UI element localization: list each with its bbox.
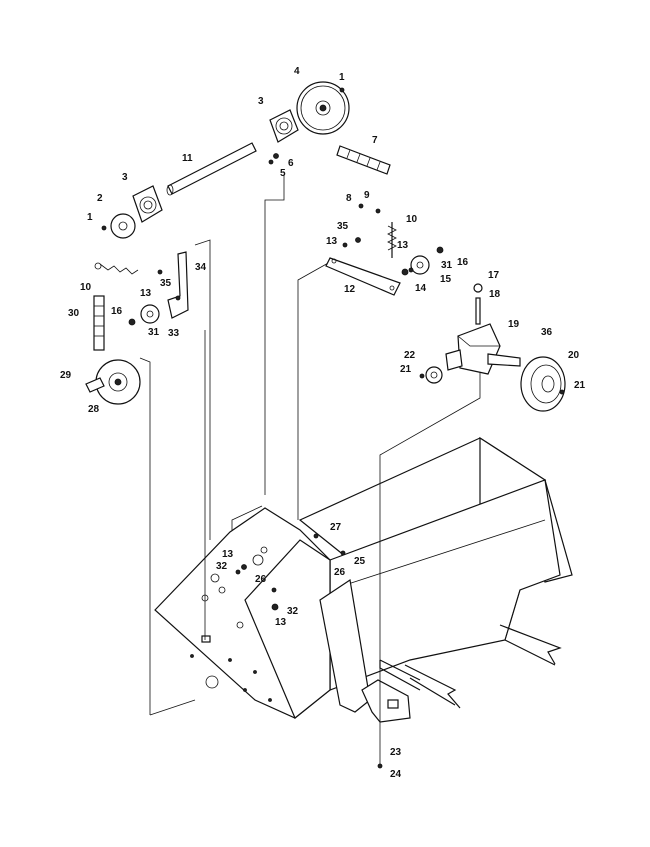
- roller-chain-lower: [93, 295, 105, 351]
- tensioner-arm: [325, 257, 401, 296]
- callout-c16b: 16: [111, 306, 123, 317]
- plate-hardware: [235, 533, 383, 769]
- idler-sprocket-upper: [401, 255, 430, 276]
- drive-shaft: [166, 142, 257, 196]
- large-sprocket: [296, 81, 350, 135]
- callout-c30: 30: [68, 308, 80, 319]
- callout-c11: 11: [182, 153, 193, 164]
- main-housing: [154, 436, 573, 723]
- callout-c16a: 16: [457, 257, 469, 268]
- gearbox: [445, 283, 521, 375]
- callout-c33: 33: [168, 328, 180, 339]
- callout-c1a: 1: [339, 72, 345, 83]
- callout-c28: 28: [88, 404, 100, 415]
- callout-c21a: 21: [574, 380, 586, 391]
- callout-c4: 4: [294, 66, 300, 77]
- callout-c3b: 3: [122, 172, 128, 183]
- callout-c3a: 3: [258, 96, 264, 107]
- callout-c23: 23: [390, 747, 402, 758]
- spring-lower: [94, 262, 139, 275]
- callout-c13e: 13: [275, 617, 287, 628]
- bearing-lower: [132, 185, 163, 223]
- callout-c36: 36: [541, 327, 553, 338]
- callout-c13a: 13: [326, 236, 338, 247]
- alignment-lines: [139, 175, 481, 765]
- callout-c22: 22: [404, 350, 416, 361]
- callout-c13d: 13: [222, 549, 234, 560]
- gearbox-sprocket: [419, 366, 565, 395]
- callout-c14: 14: [415, 283, 427, 294]
- roller-chain-upper: [336, 145, 391, 175]
- callout-c13c: 13: [140, 288, 152, 299]
- callout-c10b: 10: [80, 282, 92, 293]
- callout-c34: 34: [195, 262, 207, 273]
- callout-c26b: 26: [255, 574, 267, 585]
- callout-c10a: 10: [406, 214, 418, 225]
- callout-c15: 15: [440, 274, 452, 285]
- callout-c21b: 21: [400, 364, 412, 375]
- callout-c35b: 35: [160, 278, 172, 289]
- bearing-upper: [269, 109, 299, 143]
- hardware-upper: [101, 87, 345, 231]
- callout-c13b: 13: [397, 240, 409, 251]
- v-belt-pulley: [520, 356, 566, 412]
- callout-c29: 29: [60, 370, 72, 381]
- callout-c12: 12: [344, 284, 356, 295]
- drive-sprocket-lower: [85, 359, 141, 405]
- callout-c18: 18: [489, 289, 501, 300]
- callout-c9: 9: [364, 190, 370, 201]
- callout-c32a: 32: [216, 561, 228, 572]
- callout-c1b: 1: [87, 212, 93, 223]
- idler-sprocket-lower: [128, 304, 160, 326]
- hardware-middle: [342, 203, 444, 254]
- callout-c25: 25: [354, 556, 366, 567]
- callout-c24: 24: [390, 769, 402, 780]
- callout-c19: 19: [508, 319, 520, 330]
- callout-c7: 7: [372, 135, 378, 146]
- mounting-bracket: [157, 251, 189, 319]
- callout-c32b: 32: [287, 606, 299, 617]
- spring-upper: [387, 222, 397, 258]
- callout-c31b: 31: [148, 327, 160, 338]
- callout-c26a: 26: [334, 567, 346, 578]
- callout-c6: 6: [288, 158, 294, 169]
- callout-c2: 2: [97, 193, 103, 204]
- callout-c5: 5: [280, 168, 286, 179]
- callout-c8: 8: [346, 193, 352, 204]
- callout-c20: 20: [568, 350, 580, 361]
- small-sprocket-upper: [110, 213, 136, 239]
- callout-c27: 27: [330, 522, 342, 533]
- callout-c35a: 35: [337, 221, 349, 232]
- callout-c17: 17: [488, 270, 500, 281]
- callout-c31a: 31: [441, 260, 453, 271]
